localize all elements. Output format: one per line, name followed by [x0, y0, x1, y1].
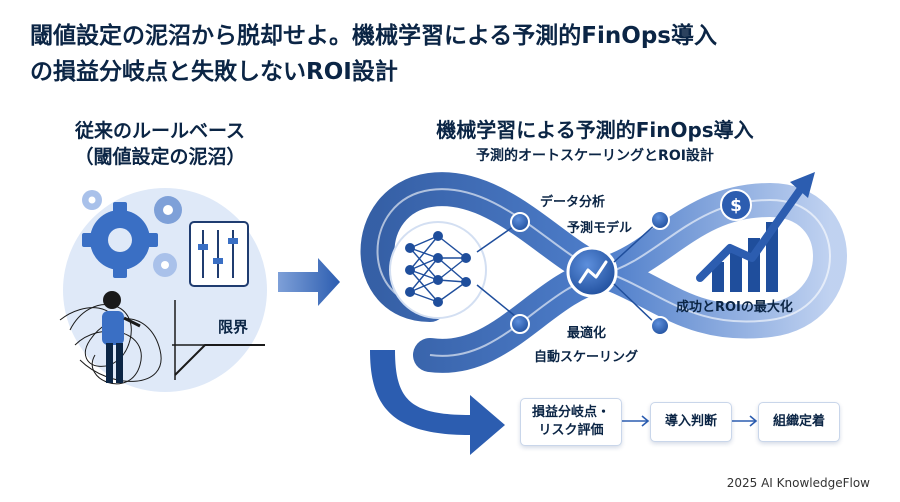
branch-arrow	[370, 350, 505, 455]
label-prediction-model: 予測モデル	[567, 221, 633, 236]
label-success-roi: 成功とROIの最大化	[676, 300, 793, 315]
flow-step-adoption: 組織定着	[758, 402, 840, 442]
flow-step-breakeven: 損益分岐点・ リスク評価	[520, 398, 622, 446]
title-line-2: の損益分岐点と失敗しないROI設計	[30, 59, 398, 85]
connector-nodes	[476, 210, 670, 336]
node-optimization	[510, 314, 530, 334]
finops-loop: $	[360, 172, 847, 455]
ml-finops-heading: 機械学習による予測的FinOps導入 予測的オートスケーリングとROI設計	[395, 116, 795, 166]
flow-step-label: 導入判断	[664, 414, 717, 429]
dollar-symbol: $	[730, 196, 742, 216]
ml-finops-subtitle: 予測的オートスケーリングとROI設計	[476, 148, 714, 164]
label-data-analysis: データ分析	[540, 195, 606, 210]
rule-based-heading-line-1: 従来のルールベース	[74, 120, 246, 142]
limit-chart-icon	[172, 300, 265, 380]
transition-arrow-icon	[278, 258, 340, 306]
gear-icon	[82, 202, 158, 278]
title-line-1: 閾値設定の泥沼から脱却せよ。機械学習による予測的FinOps導入	[30, 23, 717, 49]
node-right-bottom	[650, 316, 670, 336]
dollar-coin-icon: $	[720, 189, 752, 221]
page-title: 閾値設定の泥沼から脱却せよ。機械学習による予測的FinOps導入 の損益分岐点と…	[30, 18, 870, 90]
gear-icon-small	[82, 190, 182, 277]
rule-based-heading: 従来のルールベース （閾値設定の泥沼）	[60, 118, 260, 170]
flow-arrows	[622, 415, 758, 427]
rule-based-illustration	[59, 188, 267, 392]
neural-network-icon	[389, 221, 487, 319]
flow-step-decision: 導入判断	[650, 402, 732, 442]
node-data-analysis	[510, 212, 530, 232]
trend-node-icon	[566, 246, 618, 298]
label-autoscaling: 自動スケーリング	[534, 350, 639, 365]
ml-finops-title: 機械学習による予測的FinOps導入	[436, 118, 754, 142]
rule-based-heading-line-2: （閾値設定の泥沼）	[74, 146, 246, 168]
label-optimization: 最適化	[567, 326, 607, 341]
node-right-top	[650, 210, 670, 230]
flow-step-label: 組織定着	[772, 414, 825, 429]
control-panel-icon	[189, 221, 249, 287]
growth-chart-icon	[696, 172, 815, 292]
limit-label: 限界	[218, 318, 249, 336]
person-icon	[102, 291, 141, 383]
flow-step-label: 損益分岐点・ リスク評価	[531, 405, 610, 438]
footer-credit: 2025 AI KnowledgeFlow	[726, 476, 870, 490]
